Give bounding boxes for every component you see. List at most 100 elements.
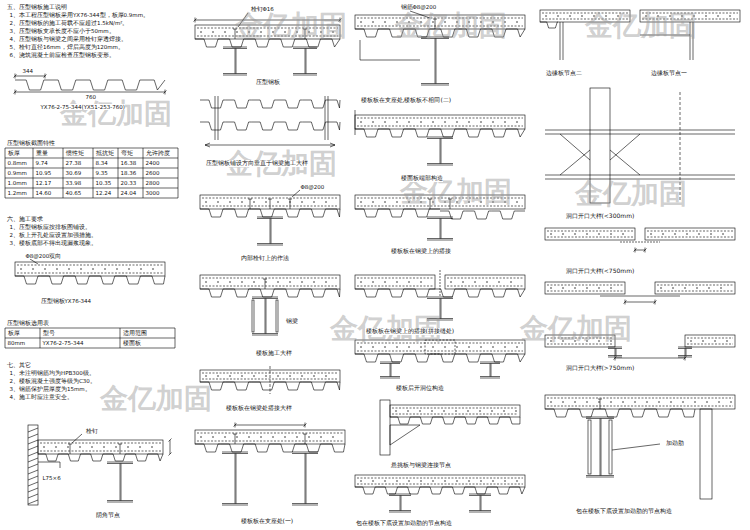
rebar-dot xyxy=(301,201,302,202)
line xyxy=(547,406,733,407)
rebar-dot xyxy=(650,233,651,234)
rebar-dot xyxy=(200,436,201,437)
line xyxy=(685,356,686,361)
line xyxy=(601,419,602,476)
drawing-label: 344 xyxy=(22,68,34,74)
line xyxy=(480,362,500,363)
drawing-label: 允许跨度 xyxy=(145,150,170,156)
rebar-dot xyxy=(503,410,504,411)
line xyxy=(236,49,237,74)
line xyxy=(469,494,491,495)
watermark: 金亿加固 xyxy=(395,12,507,40)
line xyxy=(202,286,338,287)
line xyxy=(28,446,38,450)
line xyxy=(5,198,178,199)
line xyxy=(222,452,248,453)
outline xyxy=(685,335,735,347)
rebar-dot xyxy=(492,480,493,481)
watermark: 金亿加固 xyxy=(575,180,687,208)
line xyxy=(436,39,437,84)
line xyxy=(40,443,161,444)
line xyxy=(328,96,329,140)
rebar-dot xyxy=(360,121,361,122)
line xyxy=(14,75,17,78)
drawing-label: 洞口开口大样(<750mm) xyxy=(565,268,635,275)
rebar-dot xyxy=(68,268,69,269)
rebar-dot xyxy=(646,401,647,402)
line xyxy=(441,139,442,164)
rebar-dot xyxy=(586,287,587,288)
drawing-label: Φ8@200 xyxy=(300,184,325,190)
line xyxy=(170,440,171,454)
line xyxy=(357,286,433,287)
rebar-dot xyxy=(474,281,475,282)
rebar-dot xyxy=(407,410,408,411)
line xyxy=(304,424,307,427)
line xyxy=(481,496,482,511)
rebar-dot xyxy=(516,21,517,22)
rebar-dot xyxy=(332,436,333,437)
line xyxy=(608,347,622,348)
rebar-dot xyxy=(672,287,673,288)
watermark: 金亿加固 xyxy=(100,385,212,413)
drawing-label: L75×6 xyxy=(42,475,61,481)
line xyxy=(93,148,94,198)
line xyxy=(391,364,392,377)
rebar-dot xyxy=(516,480,517,481)
rebar-dot xyxy=(432,480,433,481)
rebar-dot xyxy=(127,446,128,447)
line xyxy=(357,126,523,127)
drawing-label: 弯矩 xyxy=(120,150,133,156)
line xyxy=(545,130,735,131)
line xyxy=(45,74,46,79)
outline xyxy=(540,22,558,28)
drawing-label: 板厚 xyxy=(7,330,20,336)
rebar-dot xyxy=(79,446,80,447)
drawing-label: 30.69 xyxy=(65,170,82,176)
line xyxy=(305,454,306,504)
rebar-dot xyxy=(586,233,587,234)
rebar-dot xyxy=(229,201,230,202)
drawing-label: 10.95 xyxy=(35,170,52,176)
rebar-dot xyxy=(467,410,468,411)
rebar-dot xyxy=(205,375,206,376)
line xyxy=(5,188,178,189)
rebar-dot xyxy=(550,401,551,402)
line xyxy=(547,285,623,286)
line xyxy=(615,358,685,359)
outline xyxy=(355,275,435,289)
outline xyxy=(200,209,340,217)
line xyxy=(28,500,38,504)
outline xyxy=(390,417,520,424)
rebar-dot xyxy=(241,201,242,202)
rebar-dot xyxy=(360,480,361,481)
line xyxy=(647,237,733,238)
rebar-dot xyxy=(456,346,457,347)
line xyxy=(427,165,453,166)
line xyxy=(357,484,523,485)
line xyxy=(120,444,121,454)
rebar-dot xyxy=(260,436,261,437)
line xyxy=(634,249,637,252)
rebar-dot xyxy=(710,233,711,234)
drawing-label: 5、栓钉直径16mm，焊后高度为120mm。 xyxy=(9,44,124,50)
rebar-dot xyxy=(504,346,505,347)
rebar-dot xyxy=(277,201,278,202)
line xyxy=(560,22,561,60)
line xyxy=(28,470,38,474)
line xyxy=(270,366,271,394)
line xyxy=(390,364,391,377)
rebar-dot xyxy=(372,480,373,481)
drawing-label: 33.98 xyxy=(65,180,82,186)
line xyxy=(547,398,733,399)
line xyxy=(305,49,306,74)
line xyxy=(194,19,197,22)
rebar-dot xyxy=(115,446,116,447)
line xyxy=(120,328,121,348)
rebar-dot xyxy=(289,375,290,376)
drawing-label: 五、压型钢板施工说明 xyxy=(6,4,67,11)
rebar-dot xyxy=(450,281,451,282)
outline xyxy=(195,430,345,444)
drawing-label: 3、楼板底部不得出现漏浆现象。 xyxy=(9,240,98,246)
